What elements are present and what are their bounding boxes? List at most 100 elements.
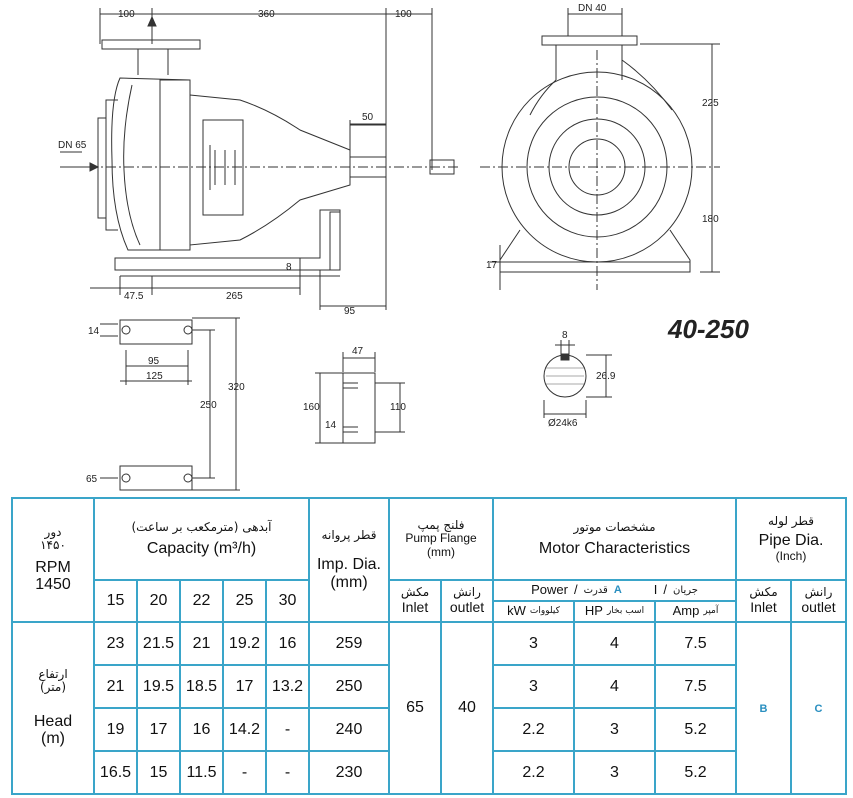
pump-flange-header: فلنج پمپ Pump Flange (mm)	[388, 497, 494, 581]
power-fa: قدرت	[583, 585, 608, 596]
imp-dia-unit: (mm)	[330, 573, 368, 591]
dim-foot-14: 14	[325, 420, 337, 431]
motor-header: مشخصات موتور Motor Characteristics	[491, 497, 738, 581]
capacity-col-2: 20	[136, 579, 181, 623]
current-en: I	[653, 582, 658, 598]
rpm-en-label: RPM	[35, 558, 71, 576]
dim-key-26-9: 26.9	[596, 371, 616, 382]
dim-bottom-265: 265	[226, 291, 243, 302]
amp-fa: آمپر	[703, 605, 719, 616]
dim-foot-160: 160	[303, 402, 320, 413]
dim-dn-inlet: DN 65	[58, 140, 87, 151]
hp-value: 4	[573, 664, 656, 709]
head-fa-unit: (متر)	[39, 680, 67, 695]
pump-flange-unit: (mm)	[427, 544, 455, 559]
kw-en: kW	[507, 603, 526, 619]
hp-en: HP	[584, 603, 603, 619]
capacity-col-1: 15	[93, 579, 138, 623]
imp-dia-header: قطر پروانه Imp. Dia. (mm)	[308, 497, 390, 623]
kw-value: 3	[492, 664, 575, 709]
head-value: 18.5	[179, 664, 224, 709]
pipe-outlet-value: C	[790, 621, 848, 795]
dim-plate-95: 95	[148, 356, 160, 367]
kw-value: 2.2	[492, 750, 575, 795]
head-value: 13.2	[265, 664, 310, 709]
flange-outlet-en: outlet	[449, 598, 485, 615]
pump-flange-en: Pump Flange	[405, 531, 477, 546]
head-value: 14.2	[222, 707, 267, 752]
head-value: 19.2	[222, 621, 267, 666]
rpm-fa-value: ۱۴۵۰	[40, 538, 66, 553]
head-value: 11.5	[179, 750, 224, 795]
kw-value: 2.2	[492, 707, 575, 752]
pump-spec-table: دور ۱۴۵۰ RPM 1450 آبدهی (مترمکعب بر ساعت…	[11, 497, 848, 795]
dim-foot-110: 110	[390, 402, 406, 413]
pump-flange-fa: فلنج پمپ	[417, 518, 465, 533]
head-value: 16	[265, 621, 310, 666]
flange-outlet-fa: رانش	[453, 584, 481, 599]
imp-dia-en: Imp. Dia.	[316, 556, 381, 573]
dim-bottom-95: 95	[344, 306, 356, 317]
hp-fa: اسب بخار	[606, 605, 645, 616]
head-value: 21	[179, 621, 224, 666]
flange-inlet-fa: مکش	[400, 584, 430, 599]
dim-plate-65: 65	[86, 474, 98, 485]
model-number: 40-250	[667, 314, 749, 344]
head-label-cell: ارتفاع (متر) Head (m)	[11, 621, 95, 795]
kw-fa: کیلووات	[529, 605, 560, 616]
imp-dia-value: 230	[308, 750, 390, 795]
imp-dia-value: 240	[308, 707, 390, 752]
rpm-fa-label: دور	[44, 525, 62, 540]
pipe-inlet-fa: مکش	[749, 584, 778, 599]
head-value: 19	[93, 707, 138, 752]
power-mark: A	[613, 584, 622, 597]
pipe-unit: (Inch)	[775, 548, 807, 563]
head-value: 23	[93, 621, 138, 666]
head-value: 19.5	[136, 664, 181, 709]
current-fa: جریان	[673, 585, 698, 596]
kw-value: 3	[492, 621, 575, 666]
dim-plate-14: 14	[88, 326, 100, 337]
capacity-col-3: 22	[179, 579, 224, 623]
dim-plate-250: 250	[200, 400, 217, 411]
table-row: 19 17 16 14.2 - 240 2.2 3 5.2	[12, 707, 846, 752]
imp-dia-value: 250	[308, 664, 390, 709]
rpm-cell: دور ۱۴۵۰ RPM 1450	[11, 497, 95, 623]
motor-fa: مشخصات موتور	[573, 519, 656, 534]
head-value: 17	[136, 707, 181, 752]
pipe-outlet-fa: رانش	[804, 584, 833, 599]
flange-inlet-header: مکش Inlet	[388, 579, 442, 623]
pipe-inlet-header: مکش Inlet	[735, 579, 793, 623]
hp-value: 4	[573, 621, 656, 666]
pipe-fa: قطر لوله	[768, 514, 814, 529]
table-row: ارتفاع (متر) Head (m) 23 21.5 21 19.2 16…	[11, 621, 848, 795]
motor-subheader: Power / قدرت A I / جریان kW کیلووات HP ا…	[491, 579, 738, 623]
dim-plate-320: 320	[228, 382, 245, 393]
head-value: 21	[93, 664, 138, 709]
capacity-en: Capacity (m³/h)	[146, 539, 257, 557]
imp-dia-fa: قطر پروانه	[321, 527, 377, 542]
dim-top-100-left: 100	[118, 9, 135, 20]
power-slash: /	[573, 582, 578, 598]
pump-technical-drawing: 100 360 100 DN 65 DN 40 50 47.5 265 95 8…	[58, 3, 749, 491]
pipe-outlet-en: outlet	[801, 598, 836, 615]
amp-value: 7.5	[653, 664, 738, 709]
dim-key-dia: Ø24k6	[548, 418, 578, 429]
hp-value: 3	[573, 750, 656, 795]
dim-shaft-50: 50	[362, 112, 374, 123]
dim-foot-47: 47	[352, 346, 364, 357]
amp-value: 5.2	[653, 750, 738, 795]
power-en: Power	[531, 582, 568, 598]
dim-h-225: 225	[702, 98, 719, 109]
dim-h-180: 180	[702, 214, 719, 225]
amp-value: 5.2	[653, 707, 738, 752]
flange-inlet-value: 65	[388, 621, 442, 795]
dim-dn-outlet: DN 40	[578, 3, 607, 14]
head-en: Head	[33, 712, 73, 730]
dim-foot-8: 8	[286, 262, 292, 273]
flange-inlet-en: Inlet	[401, 598, 429, 615]
pipe-inlet-mark: B	[759, 703, 768, 716]
pipe-outlet-header: رانش outlet	[790, 579, 848, 623]
head-value: -	[265, 707, 310, 752]
head-value: 16.5	[93, 750, 138, 795]
